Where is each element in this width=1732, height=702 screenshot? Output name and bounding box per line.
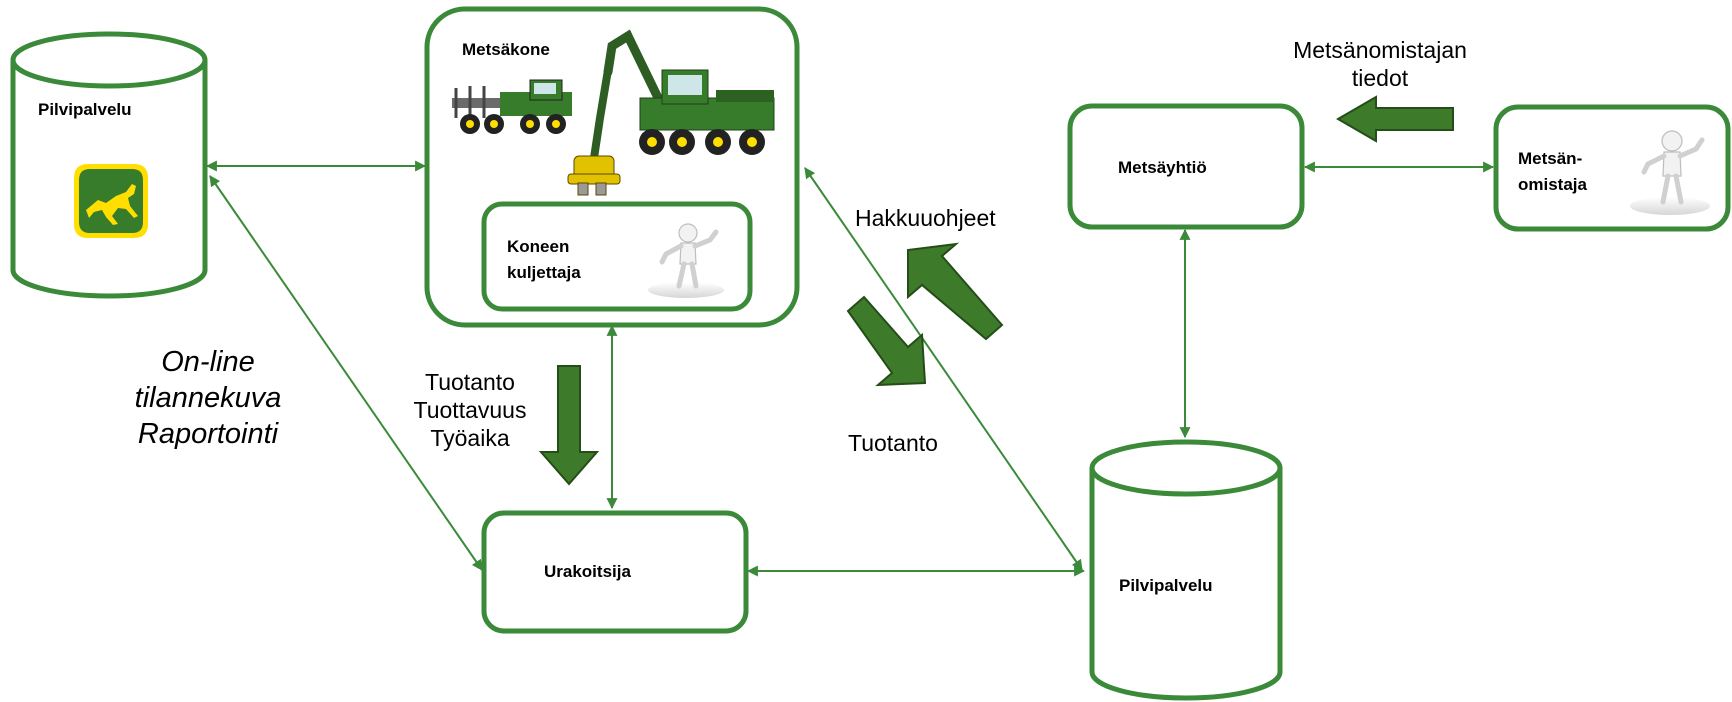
person-figure xyxy=(648,223,724,298)
cloud-service-right xyxy=(1089,439,1283,701)
production-metrics-label: Tuotanto Tuottavuus Työaika xyxy=(400,368,540,452)
contractor-label: Urakoitsija xyxy=(544,562,631,581)
operator-label-line: Koneen xyxy=(507,237,570,256)
online-reporting-label: On-line tilannekuva Raportointi xyxy=(108,344,308,452)
operator-label-line: kuljettaja xyxy=(507,263,581,282)
block-arrow-down-right xyxy=(846,295,927,387)
owner-info-label: Metsänomistajan tiedot xyxy=(1265,36,1495,92)
online-reporting-line: Raportointi xyxy=(137,418,279,450)
owner-label-line: Metsän- xyxy=(1518,149,1583,168)
machine-label: Metsäkone xyxy=(462,40,550,59)
connector-machine-cloud-right xyxy=(804,167,1083,571)
production-label: Tuotanto xyxy=(848,430,938,456)
forestry-machines-image xyxy=(452,29,775,196)
owner-label: Metsän- omistaja xyxy=(1518,146,1587,198)
online-reporting-line: On-line xyxy=(161,346,255,378)
production-metrics-line: Tuotanto xyxy=(425,369,515,395)
block-arrow-up-right xyxy=(907,242,1004,341)
cloud-service-right-label: Pilvipalvelu xyxy=(1119,576,1213,595)
operator-label: Koneen kuljettaja xyxy=(507,234,581,286)
block-arrow-left xyxy=(1336,95,1454,143)
owner-info-line: tiedot xyxy=(1351,65,1409,91)
production-metrics-line: Työaika xyxy=(430,425,510,451)
owner-info-line: Metsänomistajan xyxy=(1293,37,1467,63)
john-deere-logo xyxy=(74,164,148,238)
owner-label-line: omistaja xyxy=(1518,175,1587,194)
block-arrow-down xyxy=(538,365,600,486)
company-label: Metsäyhtiö xyxy=(1118,158,1207,177)
connector-cloud-contractor xyxy=(209,175,483,571)
person-figure xyxy=(1630,130,1710,215)
company-box xyxy=(1067,103,1305,230)
production-metrics-line: Tuottavuus xyxy=(413,397,527,423)
contractor-box xyxy=(481,510,749,634)
cutting-instructions-label: Hakkuuohjeet xyxy=(855,205,996,231)
online-reporting-line: tilannekuva xyxy=(134,382,282,414)
cloud-service-left-label: Pilvipalvelu xyxy=(38,100,132,119)
